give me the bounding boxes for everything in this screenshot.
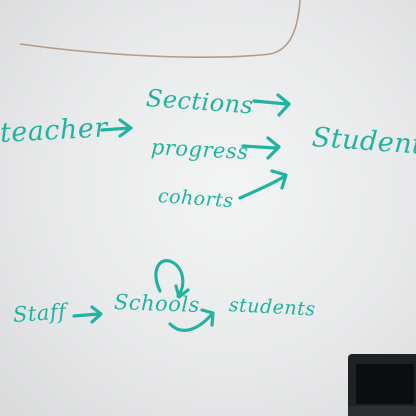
label-students-bottom: students: [228, 294, 317, 321]
arrow-progress: [241, 136, 281, 160]
loop-schools: [154, 259, 190, 299]
arrow-schools-to-students: [168, 308, 215, 332]
monitor-stand: [348, 406, 416, 416]
label-progress: progress: [150, 135, 250, 165]
label-schools: Schools: [113, 290, 201, 317]
board-frame-edge: [19, 0, 301, 58]
arrow-teacher-to-middle: [100, 118, 133, 138]
arrow-cohorts: [238, 169, 288, 200]
label-staff: Staff: [12, 299, 68, 327]
arrow-staff-to-schools: [72, 305, 103, 324]
label-teacher: teacher: [0, 112, 109, 149]
monitor-screen: [356, 364, 414, 404]
monitor-corner: [348, 354, 416, 416]
arrow-sections: [252, 93, 291, 117]
